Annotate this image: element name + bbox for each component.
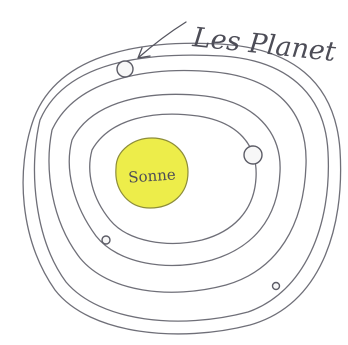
drawing-label: Les Planet <box>190 22 337 68</box>
arrow-icon <box>138 22 186 58</box>
planet-icon <box>117 61 133 77</box>
planet-icon <box>244 146 262 164</box>
sun-label: Sonne <box>128 165 177 186</box>
planet-icon <box>273 283 280 290</box>
planet-icon <box>102 236 110 244</box>
